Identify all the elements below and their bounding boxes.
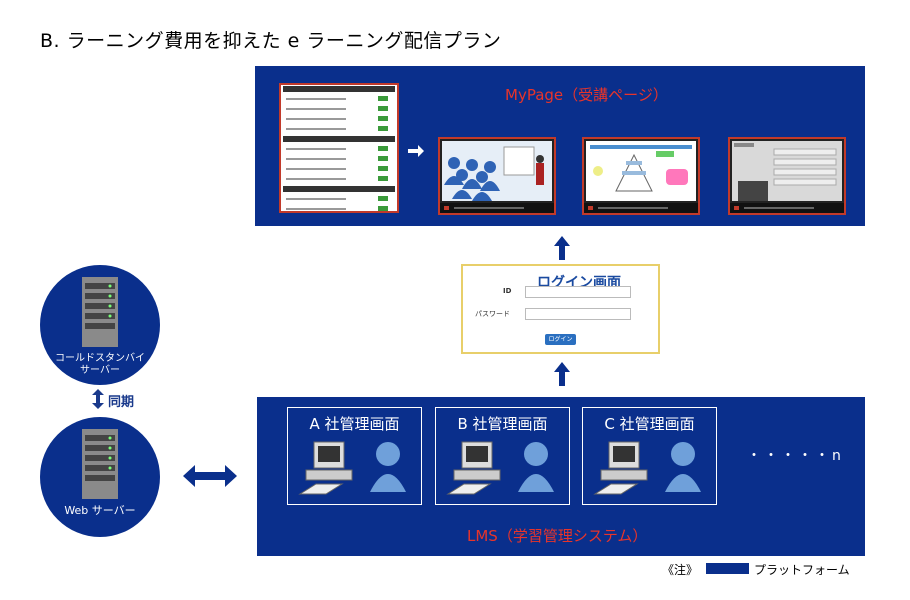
web-server-label: Web サーバー — [64, 504, 136, 517]
arrow-up-icon — [554, 236, 570, 260]
standby-server-label: コールドスタンバイ サーバー — [55, 353, 145, 376]
page-title: B. ラーニング費用を抑えた e ラーニング配信プラン — [40, 30, 502, 52]
admin-label: A 社管理画面 — [309, 415, 400, 433]
arrow-right-icon — [408, 145, 424, 157]
arrow-up-icon — [554, 362, 570, 386]
more-tenants-text: ・・・・・n — [747, 448, 844, 464]
standby-server: コールドスタンバイ サーバー — [40, 265, 160, 385]
id-label: ID — [503, 287, 512, 295]
double-arrow-icon — [183, 465, 237, 487]
login-button[interactable]: ログイン — [545, 334, 576, 345]
video-screenshot-lecture — [438, 137, 556, 215]
admin-screen-a: A 社管理画面 — [287, 407, 422, 505]
admin-label: B 社管理画面 — [457, 415, 548, 433]
computer-user-icon — [298, 441, 406, 495]
course-list-screenshot — [279, 83, 399, 213]
legend-text: プラットフォーム — [754, 563, 850, 577]
sync-label: 同期 — [108, 395, 135, 410]
computer-user-icon — [593, 441, 701, 495]
video-screenshot-slide — [582, 137, 700, 215]
password-label: パスワード — [475, 310, 510, 318]
web-server: Web サーバー — [40, 417, 160, 537]
admin-label: C 社管理画面 — [604, 415, 695, 433]
password-input[interactable] — [525, 308, 631, 320]
legend-swatch — [706, 563, 749, 574]
admin-screen-b: B 社管理画面 — [435, 407, 570, 505]
id-input[interactable] — [525, 286, 631, 298]
video-screenshot-quiz — [728, 137, 846, 215]
lms-panel: A 社管理画面 B 社管理画面 C 社管理画面 ・・・・・n LMS（学習管理シ… — [257, 397, 865, 556]
server-icon — [82, 429, 118, 499]
mypage-label: MyPage（受講ページ） — [505, 86, 668, 104]
sync-arrow-icon — [92, 389, 104, 409]
server-icon — [82, 277, 118, 347]
login-screen: ログイン画面 ID パスワード ログイン — [461, 264, 660, 354]
computer-user-icon — [446, 441, 554, 495]
admin-screen-c: C 社管理画面 — [582, 407, 717, 505]
mypage-panel: MyPage（受講ページ） — [255, 66, 865, 226]
legend-note: 《注》 — [662, 563, 699, 577]
lms-label: LMS（学習管理システム） — [467, 527, 648, 545]
